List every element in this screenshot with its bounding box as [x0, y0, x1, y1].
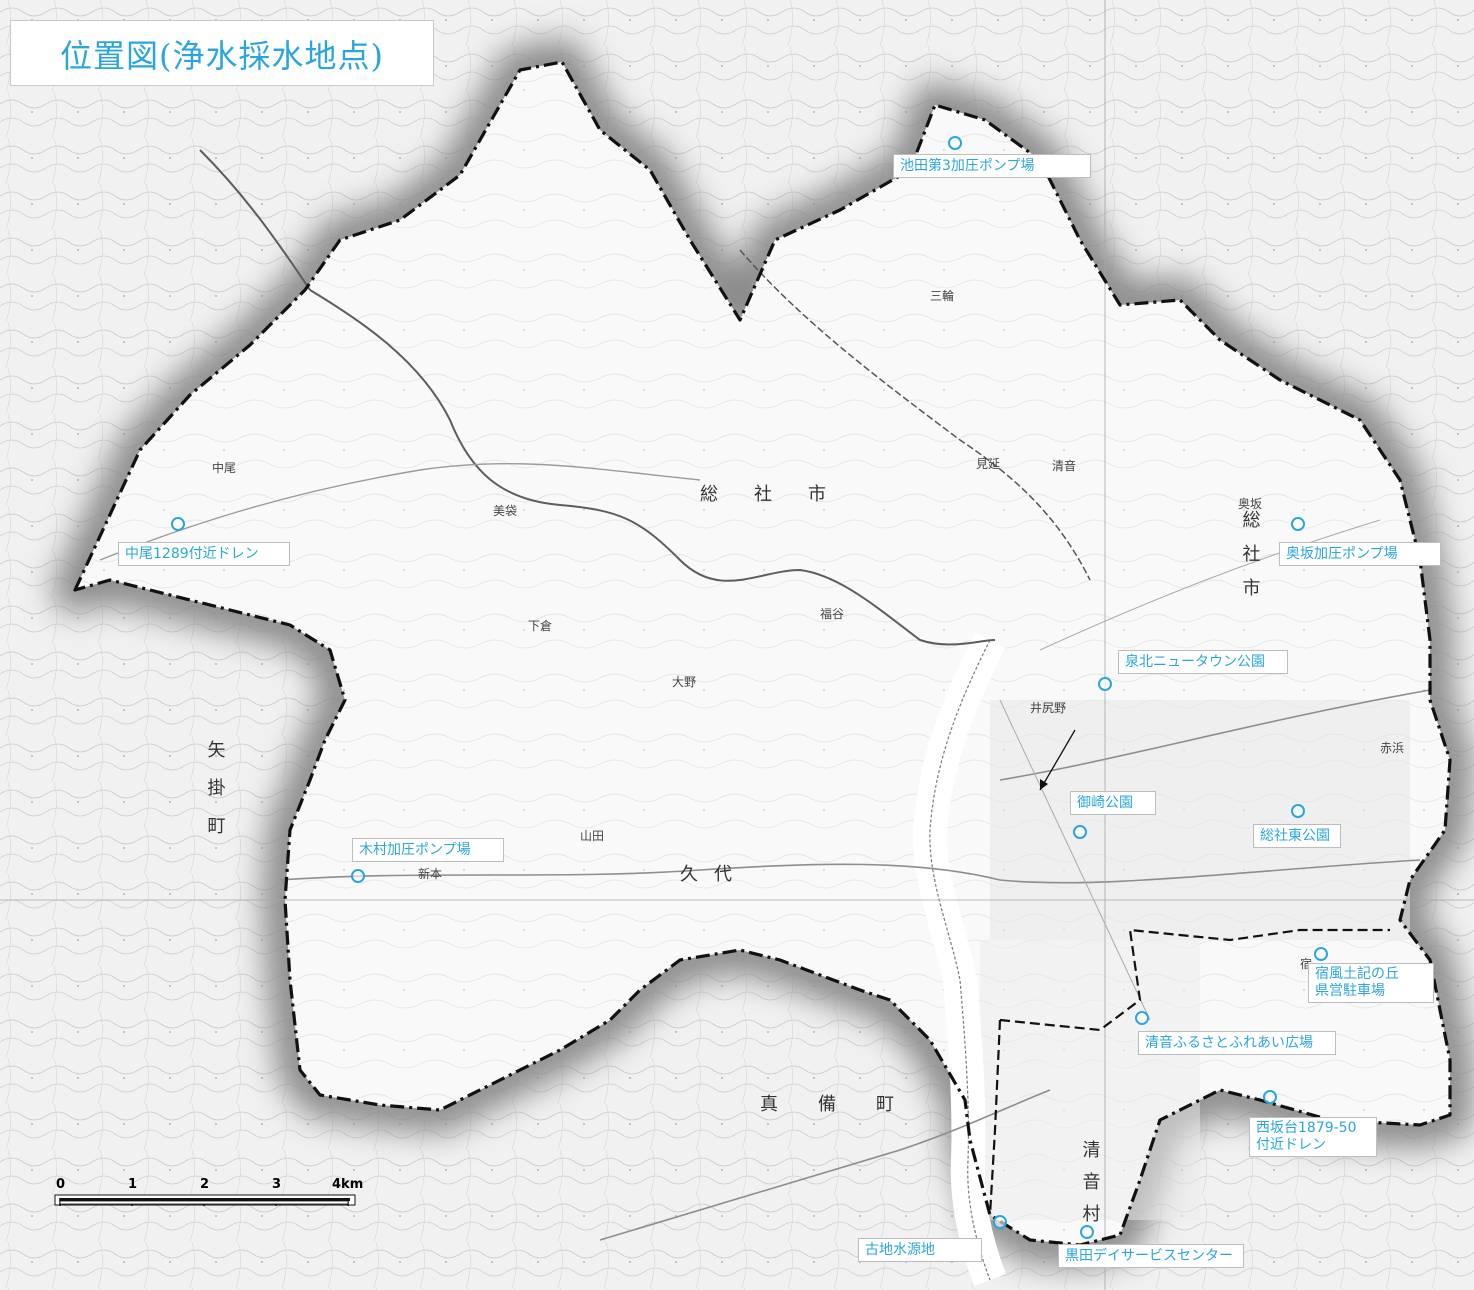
- scale-tick-1: 1: [128, 1177, 138, 1192]
- label-kiyone: 清音ふるさとふれあい広場: [1138, 1031, 1336, 1055]
- place-label: 中尾: [212, 460, 236, 475]
- place-label: 山田: [580, 829, 604, 843]
- place-label: 三輪: [930, 288, 954, 303]
- sampling-point-senboku[interactable]: [1098, 677, 1112, 691]
- place-label: 美袋: [493, 504, 517, 518]
- label-ikeda3: 池田第3加圧ポンプ場: [893, 154, 1091, 178]
- label-soja-higashi: 総社東公園: [1253, 824, 1341, 848]
- sampling-point-kaze[interactable]: [1314, 947, 1328, 961]
- callout-arrow: [1039, 729, 1076, 791]
- title-box: 位置図(浄水採水地点): [10, 20, 434, 86]
- label-nakao: 中尾1289付近ドレン: [118, 542, 290, 566]
- label-okusaka: 奥坂加圧ポンプ場: [1279, 542, 1441, 566]
- tributary-river-2: [199, 149, 311, 291]
- sampling-point-kochi[interactable]: [993, 1215, 1007, 1229]
- place-label: 福谷: [820, 606, 844, 621]
- label-nishisaka-line1: 西坂台1879-50: [1256, 1120, 1357, 1136]
- sampling-point-ikeda3[interactable]: [948, 136, 962, 150]
- sampling-point-kuroda[interactable]: [1080, 1225, 1094, 1239]
- sampling-point-okusaka[interactable]: [1291, 517, 1305, 531]
- label-nishisaka-line2: 付近ドレン: [1256, 1137, 1326, 1153]
- place-mabi: 真備町: [760, 1094, 934, 1115]
- urban-area-south: [980, 940, 1200, 1220]
- road: [999, 689, 1431, 781]
- sampling-point-nishisaka[interactable]: [1263, 1090, 1277, 1104]
- road: [999, 699, 1151, 1021]
- map-title: 位置図(浄水採水地点): [60, 37, 384, 75]
- label-senboku: 泉北ニュータウン公園: [1118, 650, 1288, 674]
- place-label: 井尻野: [1030, 701, 1066, 715]
- road: [1039, 519, 1381, 651]
- scale-tick-0: 0: [56, 1177, 66, 1192]
- place-kiyone: 清音村: [1080, 1140, 1101, 1236]
- label-nishisaka: 西坂台1879-50 付近ドレン: [1249, 1117, 1377, 1157]
- scale-tick-2: 2: [200, 1177, 210, 1192]
- sampling-point-kimura[interactable]: [351, 869, 365, 883]
- label-kaze-line1: 宿風土記の丘: [1315, 966, 1399, 982]
- place-label: 見延: [976, 457, 1000, 471]
- sampling-point-misaki[interactable]: [1073, 825, 1087, 839]
- place-label: 赤浜: [1380, 741, 1404, 755]
- sampling-point-kiyone[interactable]: [1135, 1011, 1149, 1025]
- scale-tick-3: 3: [272, 1177, 282, 1192]
- label-misaki: 御崎公園: [1070, 791, 1156, 815]
- place-yakage: 矢掛町: [205, 740, 226, 854]
- place-soja-east: 総社市: [1240, 510, 1261, 612]
- scale-bar: [54, 1194, 356, 1206]
- village-boundary: [999, 928, 1390, 1032]
- city-boundary: [73, 60, 1452, 1247]
- label-kaze: 宿風土記の丘 県営駐車場: [1308, 963, 1434, 1003]
- sampling-point-nakao[interactable]: [171, 517, 185, 531]
- village-boundary: [988, 1019, 1002, 1216]
- road: [99, 462, 701, 561]
- takahashi-river-bank: [929, 639, 991, 1281]
- place-soja: 総社市: [700, 484, 862, 505]
- tributary-river: [309, 289, 996, 646]
- callout-arrowhead: [1040, 779, 1048, 790]
- place-label: 清音: [1052, 458, 1076, 473]
- label-kochi: 古地水源地: [858, 1238, 982, 1262]
- railway: [739, 249, 1091, 581]
- urban-area: [990, 700, 1410, 940]
- label-kaze-line2: 県営駐車場: [1315, 983, 1385, 999]
- label-kimura: 木村加圧ポンプ場: [352, 838, 504, 862]
- road: [279, 859, 1421, 884]
- place-kushiro: 久代: [680, 864, 748, 885]
- place-label: 下倉: [528, 618, 552, 633]
- scale-tick-4km: 4km: [332, 1177, 364, 1192]
- label-kuroda: 黒田デイサービスセンター: [1058, 1244, 1244, 1268]
- sampling-point-soja-higashi[interactable]: [1291, 804, 1305, 818]
- place-label: 新本: [418, 866, 442, 881]
- place-label: 奥坂: [1238, 497, 1262, 511]
- place-label: 大野: [672, 675, 696, 689]
